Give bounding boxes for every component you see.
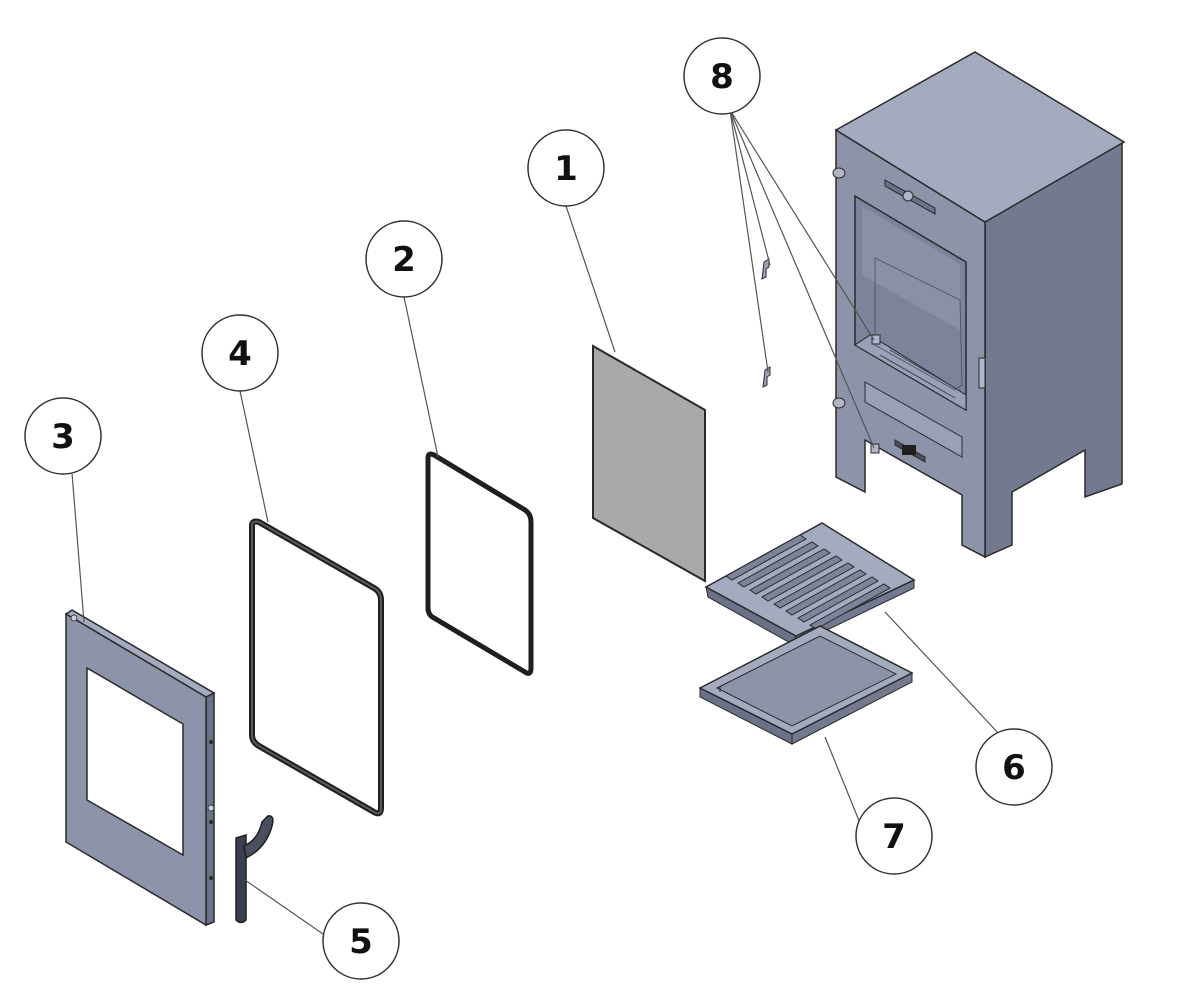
callout-7: 7 xyxy=(855,797,933,875)
stove-body xyxy=(832,51,1126,559)
callout-6-label: 6 xyxy=(1002,748,1026,788)
callout-8: 8 xyxy=(683,37,761,115)
callout-6: 6 xyxy=(975,728,1053,806)
leader-lines xyxy=(71,109,1001,935)
part-3-door xyxy=(64,609,216,927)
part-7-ash-pan xyxy=(698,625,914,745)
callout-5: 5 xyxy=(322,902,400,980)
callout-7-label: 7 xyxy=(882,817,906,857)
part-4-rope-seal xyxy=(249,518,384,817)
part-6-grate xyxy=(704,522,916,646)
part-8-hooks xyxy=(761,258,771,388)
callout-2-label: 2 xyxy=(392,240,416,280)
callout-2: 2 xyxy=(365,220,443,298)
callout-4: 4 xyxy=(201,314,279,392)
callout-8-label: 8 xyxy=(710,57,734,97)
callout-3: 3 xyxy=(24,397,102,475)
part-1-glass-panel xyxy=(592,344,706,583)
part-5-handle xyxy=(235,815,274,924)
callout-5-label: 5 xyxy=(349,922,373,962)
callout-3-label: 3 xyxy=(51,417,75,457)
callout-1-label: 1 xyxy=(554,149,578,189)
callout-1: 1 xyxy=(527,129,605,207)
part-2-gasket xyxy=(425,451,534,676)
callout-4-label: 4 xyxy=(228,334,252,374)
